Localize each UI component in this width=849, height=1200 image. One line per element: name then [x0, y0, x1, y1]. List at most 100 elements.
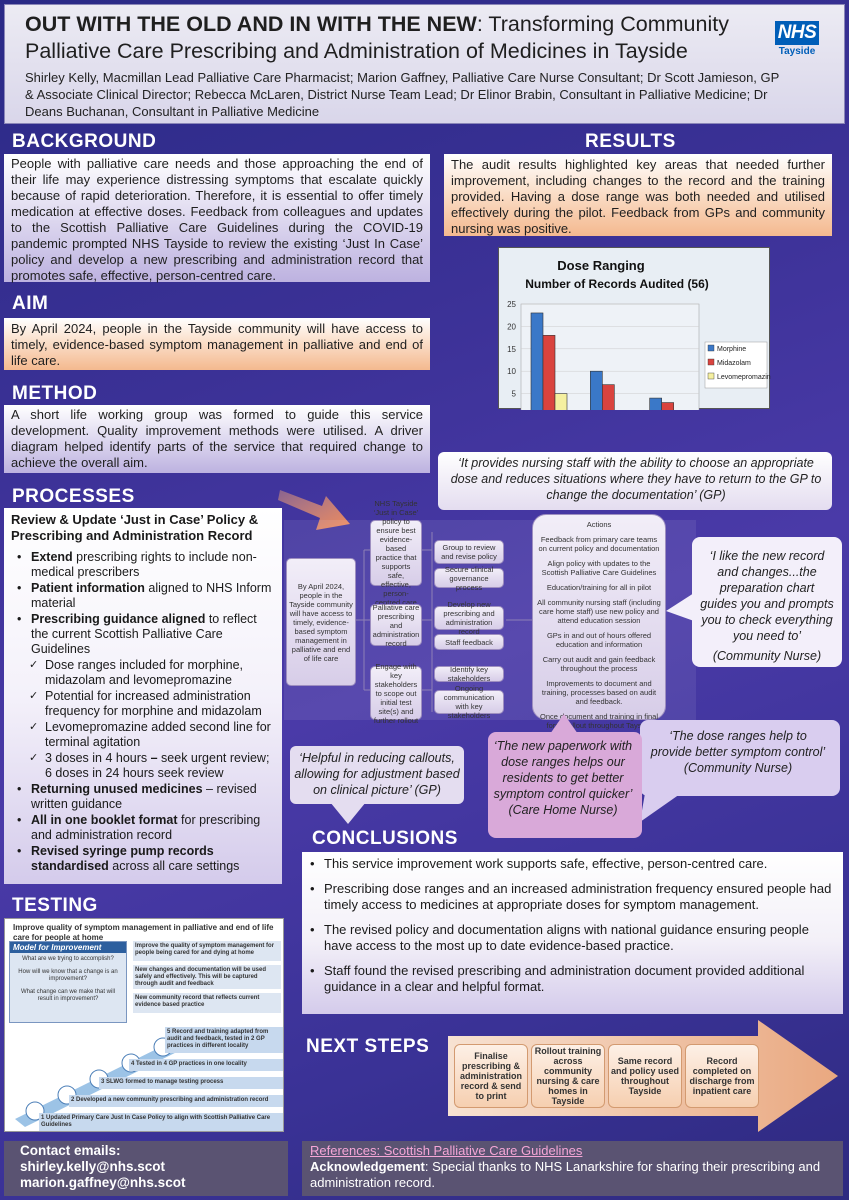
y-tick-label: 15: [507, 345, 516, 354]
bar-morphine: [530, 312, 544, 417]
action-item: All community nursing staff (including c…: [537, 598, 661, 625]
poster-header: OUT WITH THE OLD AND IN WITH THE NEW: Tr…: [4, 4, 845, 124]
process-check: Levomepromazine added second line for te…: [11, 720, 275, 750]
method-heading: METHOD: [12, 383, 98, 404]
legend-swatch: [707, 372, 715, 380]
process-item: Patient information aligned to NHS Infor…: [11, 581, 275, 611]
bar-morphine: [590, 370, 603, 417]
testing-step-3: 3 SLWG formed to manage testing process: [99, 1077, 283, 1089]
legend-swatch: [707, 358, 715, 366]
processes-list: Extend prescribing rights to include non…: [11, 550, 275, 874]
process-item: All in one booklet format for prescribin…: [11, 813, 275, 843]
y-tick-label: 20: [507, 322, 516, 331]
conclusion-item: Prescribing dose ranges and an increased…: [310, 881, 835, 913]
conclusions-box: This service improvement work supports s…: [302, 852, 843, 1014]
background-text: People with palliative care needs and th…: [4, 154, 430, 283]
driver-primary-1: NHS Tayside ‘Just in Case’ policy to ens…: [370, 499, 422, 607]
driver-connectors: [356, 532, 532, 712]
next-step-1: Finalise prescribing & administration re…: [454, 1044, 528, 1108]
process-check: Dose ranges included for morphine, midaz…: [11, 658, 275, 688]
action-item: GPs in and out of hours offered educatio…: [546, 631, 652, 649]
process-item: Revised syringe pump records standardise…: [11, 844, 275, 874]
quote-bubble-2-shape: [666, 537, 842, 667]
quote-community-nurse-record: ‘I like the new record and changes...the…: [700, 549, 834, 663]
bar-midazolam: [661, 402, 674, 417]
driver-secondary-3: Develop new prescribing and administrati…: [434, 600, 504, 636]
authors-list: Shirley Kelly, Macmillan Lead Palliative…: [25, 70, 780, 119]
model-label: Model for Improvement: [10, 942, 126, 953]
orange-arrow-icon: [278, 490, 350, 530]
testing-heading: TESTING: [12, 895, 98, 916]
driver-secondary-6: Ongoing communication with key stakehold…: [434, 684, 504, 720]
method-text: A short life working group was formed to…: [4, 405, 430, 473]
quote-bubble-4-shape: [290, 746, 464, 824]
actions-title: Actions: [586, 520, 612, 529]
y-tick-label: 5: [512, 390, 517, 399]
chart-legend: [704, 341, 768, 389]
model-a1: Improve the quality of symptom managemen…: [133, 941, 281, 961]
driver-aim: By April 2024, people in the Tayside com…: [286, 558, 356, 686]
acknowledgement: Acknowledgement: Special thanks to NHS L…: [310, 1159, 821, 1190]
legend-label: Levomepromazine: [717, 374, 771, 381]
bar-midazolam: [542, 335, 556, 417]
quote-bubble-3-shape: [640, 720, 840, 822]
testing-step-4: 4 Tested in 4 GP practices in one locali…: [129, 1059, 283, 1071]
model-a2: New changes and documentation will be us…: [133, 965, 281, 989]
email-link-1[interactable]: shirley.kelly@nhs.scot: [20, 1159, 165, 1174]
model-q2: How will we know that a change is an imp…: [18, 969, 118, 982]
conclusions-list: This service improvement work supports s…: [310, 856, 835, 995]
testing-step-1: 1 Updated Primary Care Just In Case Poli…: [39, 1113, 283, 1131]
chart-subtitle: Number of Records Audited (56): [525, 277, 709, 291]
action-item: Carry out audit and gain feedback throug…: [542, 655, 656, 673]
driver-primary-3: Engage with key stakeholders to scope ou…: [370, 662, 422, 725]
chart-title: Dose Ranging: [557, 258, 644, 273]
model-a3: New community record that reflects curre…: [133, 993, 281, 1013]
action-item: Once document and training in final form…: [540, 712, 658, 730]
quote-gp-dose: ‘It provides nursing staff with the abil…: [450, 456, 822, 502]
background-heading: BACKGROUND: [12, 131, 157, 152]
bar-levomepromazine: [554, 393, 568, 417]
results-heading: RESULTS: [585, 131, 676, 152]
contact-emails: Contact emails: shirley.kelly@nhs.scot m…: [4, 1141, 288, 1196]
next-step-2: Rollout training across community nursin…: [531, 1044, 605, 1108]
conclusion-item: Staff found the revised prescribing and …: [310, 963, 835, 995]
testing-step-5: 5 Record and training adapted from audit…: [165, 1027, 283, 1053]
conclusions-heading: CONCLUSIONS: [312, 828, 458, 849]
next-steps-heading: NEXT STEPS: [306, 1036, 430, 1057]
poster-title: OUT WITH THE OLD AND IN WITH THE NEW: Tr…: [25, 12, 729, 63]
quote-bubble-1-shape: [438, 452, 832, 510]
driver-primary-2: Palliative care prescribing and administ…: [370, 603, 422, 648]
legend-label: Midazolam: [717, 360, 751, 367]
process-check: 3 doses in 4 hours – seek urgent review;…: [11, 751, 275, 781]
conclusion-item: This service improvement work supports s…: [310, 856, 835, 872]
next-step-4: Record completed on discharge from inpat…: [685, 1044, 759, 1108]
conclusion-item: The revised policy and documentation ali…: [310, 922, 835, 954]
quote-bubble-5-shape: [488, 714, 642, 838]
email-link-2[interactable]: marion.gaffney@nhs.scot: [20, 1175, 186, 1190]
testing-title: Improve quality of symptom management in…: [13, 923, 274, 942]
references-box: References: Scottish Palliative Care Gui…: [302, 1141, 843, 1196]
nhs-logo-sub: Tayside: [778, 46, 816, 57]
testing-step-2: 2 Developed a new community prescribing …: [69, 1095, 283, 1107]
references-link[interactable]: References: Scottish Palliative Care Gui…: [310, 1143, 583, 1158]
driver-diagram: By April 2024, people in the Tayside com…: [284, 499, 696, 730]
process-item: Returning unused medicines – revised wri…: [11, 782, 275, 812]
action-item: Align policy with updates to the Scottis…: [541, 559, 657, 577]
action-item: Education/training for all in pilot: [546, 583, 652, 592]
processes-box: Review & Update ‘Just in Case’ Policy & …: [4, 508, 282, 884]
driver-secondary-5: Identify key stakeholders: [434, 665, 504, 683]
quote-care-home-nurse: ‘The new paperwork with dose ranges help…: [493, 739, 633, 817]
legend-label: Morphine: [717, 346, 746, 353]
testing-diagram: Improve quality of symptom management in…: [4, 918, 284, 1132]
aim-heading: AIM: [12, 293, 49, 314]
contact-label: Contact emails:: [20, 1143, 121, 1158]
bar-morphine: [649, 397, 662, 417]
process-check: Potential for increased administration f…: [11, 689, 275, 719]
driver-secondary-2: Secure clinical governance process: [434, 565, 504, 592]
y-tick-label: 10: [507, 367, 516, 376]
nhs-logo-mark: NHS: [774, 21, 820, 45]
process-item: Extend prescribing rights to include non…: [11, 550, 275, 580]
legend-swatch: [707, 344, 715, 352]
